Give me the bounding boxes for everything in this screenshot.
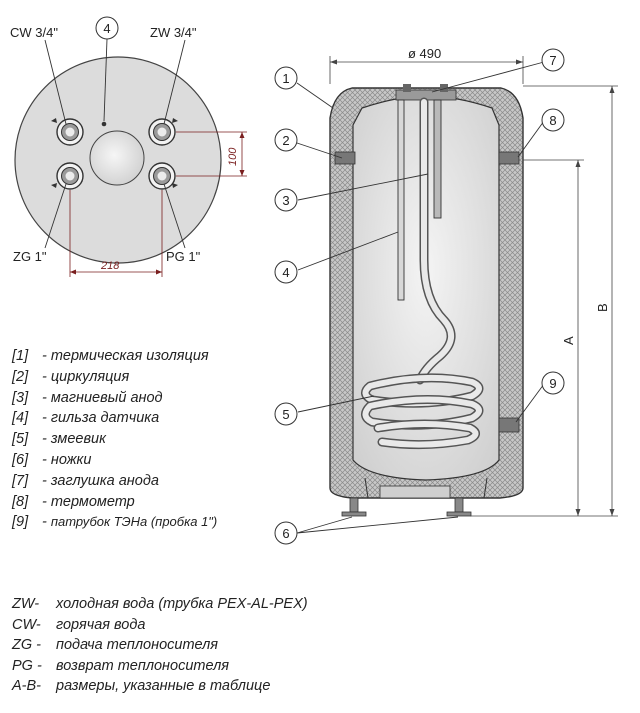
callout-1: 1 — [274, 66, 298, 90]
dimension-100-label: 100 — [227, 147, 239, 166]
zg-label: ZG 1" — [13, 249, 47, 264]
callout-2: 2 — [274, 128, 298, 152]
dimension-b — [523, 85, 618, 517]
svg-text:2: 2 — [282, 133, 289, 148]
abbreviation-item: ZG -подача теплоносителя — [12, 637, 219, 654]
abbreviation-item: A-B-размеры, указанные в таблице — [12, 678, 271, 695]
legend-item: [7]-заглушка анода — [12, 472, 159, 489]
circulation-fitting — [334, 151, 356, 165]
svg-text:6: 6 — [282, 526, 289, 541]
dimension-218-label: 218 — [100, 260, 120, 272]
pg-fitting — [148, 162, 176, 190]
center-flange — [89, 130, 145, 186]
zg-fitting — [56, 162, 84, 190]
legend-item: [8]-термометр — [12, 493, 135, 510]
zw-label: ZW 3/4" — [150, 25, 197, 40]
svg-text:3: 3 — [282, 193, 289, 208]
svg-text:5: 5 — [282, 407, 289, 422]
dimension-a — [470, 159, 584, 517]
dimension-218 — [69, 190, 163, 277]
svg-text:4: 4 — [282, 265, 289, 280]
diameter-label: ø 490 — [408, 46, 441, 61]
svg-text:7: 7 — [549, 53, 556, 68]
callout-4: 4 — [274, 260, 298, 284]
magnesium-anode — [397, 99, 405, 301]
sensor-sleeve — [433, 99, 442, 219]
abbreviation-item: CW-горячая вода — [12, 616, 146, 633]
dimension-100 — [176, 131, 247, 177]
legend-item: [4]-гильза датчика — [12, 410, 160, 427]
callout-7: 7 — [541, 48, 565, 72]
callout-top-4: 4 — [103, 21, 110, 36]
callout-5: 5 — [274, 402, 298, 426]
cw-label: CW 3/4" — [10, 25, 58, 40]
abbreviation-item: PG -возврат теплоносителя — [12, 657, 230, 674]
callout-3: 3 — [274, 188, 298, 212]
side-view: ø 490 A B — [274, 46, 618, 545]
legend-item: [3]-магниевый анод — [12, 389, 163, 406]
svg-text:8: 8 — [549, 113, 556, 128]
legend-item: [5]-змеевик — [12, 431, 106, 448]
legend-item: [9]-патрубок ТЭНа (пробка 1") — [12, 514, 218, 531]
svg-text:1: 1 — [282, 71, 289, 86]
thermometer-fitting — [498, 151, 520, 165]
heating-coil — [361, 97, 484, 450]
svg-text:9: 9 — [549, 376, 556, 391]
legend-item: [1]-термическая изоляция — [12, 348, 209, 364]
callout-circle-top-4 — [95, 16, 119, 40]
legend-item: [6]-ножки — [12, 451, 92, 468]
abbreviation-item: ZW-холодная вода (трубка PEX-AL-PEX) — [12, 596, 308, 612]
legend-item: [2]-циркуляция — [12, 368, 130, 385]
dimension-diameter — [329, 56, 524, 84]
parts-legend: [1]-термическая изоляция [2]-циркуляция … — [12, 346, 217, 533]
callout-8: 8 — [541, 108, 565, 132]
top-view: 4 CW 3/4" ZW 3/4" ZG 1" PG 1" 100 218 — [10, 16, 247, 277]
pg-label: PG 1" — [166, 249, 201, 264]
abbreviations-list: ZW-холодная вода (трубка PEX-AL-PEX) CW-… — [12, 594, 308, 697]
dimension-a-label: A — [561, 336, 576, 345]
callout-6: 6 — [274, 521, 298, 545]
zw-fitting — [148, 118, 176, 146]
heater-plug — [498, 417, 520, 433]
callout-9: 9 — [541, 371, 565, 395]
feet — [341, 497, 472, 517]
dimension-b-label: B — [595, 303, 610, 312]
cw-fitting — [56, 118, 84, 146]
sensor-hole — [101, 121, 107, 127]
